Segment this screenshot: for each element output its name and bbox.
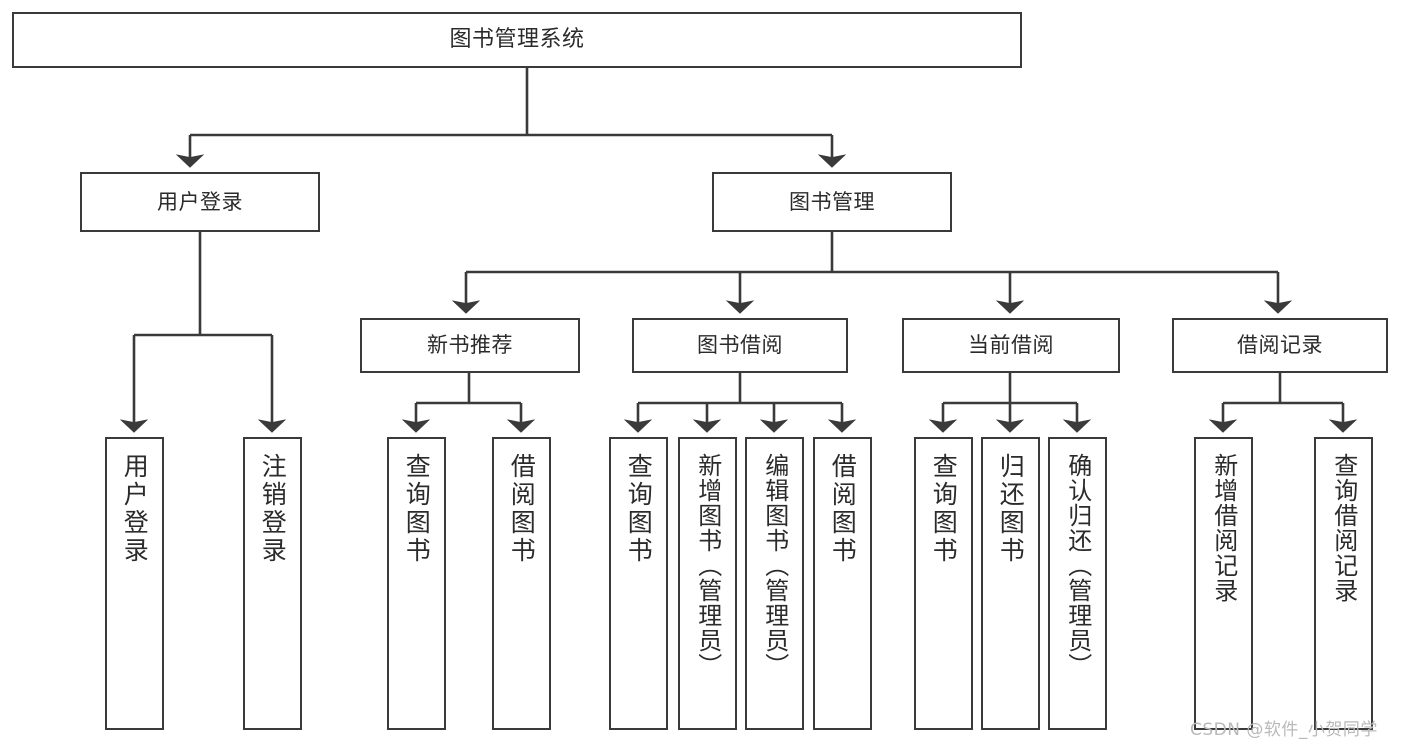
node-leaf-edit-book-admin[interactable]: 编辑图书（管理员） (745, 437, 804, 730)
node-label: 用户登录 (157, 189, 243, 214)
node-label: 借阅图书 (828, 453, 858, 565)
node-leaf-logout[interactable]: 注销登录 (243, 437, 302, 730)
node-label: 图书管理 (789, 189, 875, 214)
node-label: 归还图书 (996, 453, 1026, 565)
node-borrow-record[interactable]: 借阅记录 (1172, 318, 1388, 373)
node-label: 图书管理系统 (449, 27, 585, 53)
node-label: 新增借阅记录 (1209, 453, 1238, 603)
node-leaf-query-book-current[interactable]: 查询图书 (914, 437, 973, 730)
node-leaf-query-book-borrow[interactable]: 查询图书 (609, 437, 668, 730)
node-leaf-query-book-recommend[interactable]: 查询图书 (387, 437, 446, 730)
node-label: 查询借阅记录 (1329, 453, 1358, 603)
node-leaf-query-borrow-record[interactable]: 查询借阅记录 (1314, 437, 1373, 730)
node-user-login[interactable]: 用户登录 (80, 172, 320, 232)
node-label: 确认归还（管理员） (1063, 453, 1092, 678)
node-label: 借阅记录 (1237, 333, 1323, 358)
node-label: 借阅图书 (507, 453, 537, 565)
node-leaf-add-borrow-record[interactable]: 新增借阅记录 (1194, 437, 1253, 730)
node-leaf-borrow-book[interactable]: 借阅图书 (813, 437, 872, 730)
node-current-borrow[interactable]: 当前借阅 (902, 318, 1120, 373)
node-label: 编辑图书（管理员） (760, 453, 789, 678)
node-label: 图书借阅 (697, 333, 783, 358)
node-label: 查询图书 (929, 453, 959, 565)
node-label: 查询图书 (402, 453, 432, 565)
node-label: 当前借阅 (968, 333, 1054, 358)
csdn-watermark: CSDN @软件_小贺同学 (1190, 720, 1378, 740)
node-label: 用户登录 (120, 453, 150, 565)
node-new-book-recommend[interactable]: 新书推荐 (360, 318, 580, 373)
node-leaf-confirm-return-admin[interactable]: 确认归还（管理员） (1048, 437, 1107, 730)
node-root-book-management-system[interactable]: 图书管理系统 (12, 12, 1022, 68)
node-leaf-add-book-admin[interactable]: 新增图书（管理员） (678, 437, 737, 730)
node-label: 查询图书 (624, 453, 654, 565)
node-book-management[interactable]: 图书管理 (712, 172, 952, 232)
node-leaf-borrow-book-recommend[interactable]: 借阅图书 (492, 437, 551, 730)
node-label: 新增图书（管理员） (693, 453, 722, 678)
node-book-borrow[interactable]: 图书借阅 (632, 318, 848, 373)
node-label: 注销登录 (258, 453, 288, 565)
node-leaf-return-book[interactable]: 归还图书 (981, 437, 1040, 730)
node-label: 新书推荐 (427, 333, 513, 358)
node-leaf-user-login[interactable]: 用户登录 (105, 437, 164, 730)
